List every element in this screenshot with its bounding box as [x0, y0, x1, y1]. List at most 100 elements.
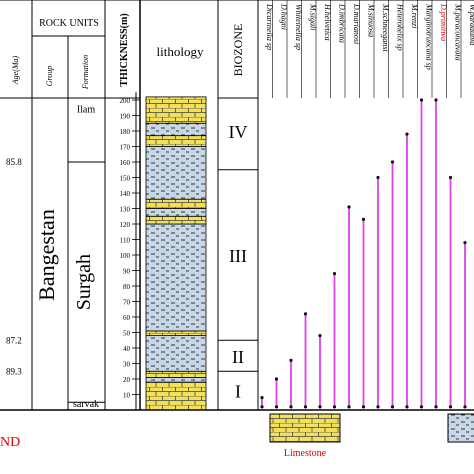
- thickness-tick-label: 40: [123, 345, 131, 353]
- species-range-base-point: [303, 405, 308, 409]
- species-name: M.paraconcavata: [454, 3, 463, 61]
- lithology-layer-limestone: [145, 370, 207, 378]
- species-range-top-point: [448, 175, 453, 180]
- lithology-layer-limestone: [145, 198, 207, 209]
- species-name: M.sigali: [309, 3, 318, 30]
- species-range-base-point: [434, 405, 438, 409]
- legend: ND Limestone: [0, 413, 474, 459]
- species-name: H.helvetica: [323, 3, 332, 41]
- species-range-top-point: [274, 377, 279, 381]
- species-range-top-point: [361, 217, 366, 221]
- age-column: 85.8 87.2 89.3: [6, 157, 22, 376]
- formation-label: sarvak: [73, 399, 99, 410]
- thickness-tick-label: 50: [123, 330, 131, 338]
- thickness-tick-label: 170: [120, 144, 131, 152]
- species-range-top-point: [289, 358, 293, 362]
- header-thickness: THICKNESS(m): [119, 13, 130, 86]
- lithology-column: [145, 96, 207, 411]
- species-name: Heterohelix sp: [396, 3, 405, 51]
- lithology-layer-limestone: [145, 330, 207, 337]
- species-name: Whiteinella sp: [294, 4, 303, 50]
- legend-limestone-label: Limestone: [284, 448, 327, 459]
- species-name: M.renzi: [410, 3, 419, 28]
- thickness-tick-label: 60: [123, 314, 131, 322]
- thickness-tick-label: 150: [120, 175, 131, 183]
- header-rock-units: ROCK UNITS: [39, 18, 99, 29]
- biozone-label: III: [229, 246, 247, 266]
- species-range-base-point: [376, 405, 380, 409]
- lithology-layer-limestone: [145, 135, 207, 147]
- lithology-layer-marl: [145, 122, 207, 137]
- species-range-base-point: [289, 405, 293, 409]
- species-range-base-point: [448, 405, 453, 409]
- lithology-layer-marl: [145, 223, 207, 332]
- legend-title: ND: [0, 435, 20, 450]
- header-lithology: lithology: [157, 44, 204, 59]
- biozone-label: II: [232, 347, 244, 367]
- header-age: Age(Ma): [11, 55, 20, 85]
- legend-marl-swatch: [447, 413, 474, 443]
- species-range-base-point: [405, 405, 409, 409]
- age-label: 89.3: [6, 366, 22, 376]
- species-name: D.imbricata: [338, 3, 347, 43]
- age-label: 85.8: [6, 157, 22, 167]
- species-range-top-point: [463, 241, 467, 245]
- species-range-top-point: [303, 312, 308, 316]
- thickness-tick-label: 120: [120, 221, 131, 229]
- header-group: Group: [45, 66, 54, 87]
- species-range-top-point: [390, 160, 395, 164]
- thickness-tick-label: 110: [120, 237, 131, 245]
- species-range-top-point: [419, 98, 424, 102]
- species-range-base-point: [274, 405, 279, 409]
- lithology-layer-limestone: [145, 215, 207, 225]
- species-range-top-point: [318, 334, 322, 338]
- species-name: Dicarinella sp: [265, 3, 274, 50]
- age-label: 87.2: [6, 335, 22, 345]
- species-range-base-point: [361, 405, 366, 409]
- species-range-base-point: [260, 405, 264, 409]
- header-formation: Formation: [81, 55, 90, 90]
- species-range-top-point: [405, 132, 409, 136]
- thickness-tick-label: 80: [123, 283, 131, 291]
- header-biozone: BIOZONE: [231, 24, 245, 77]
- thickness-tick-label: 20: [123, 376, 131, 384]
- species-range-top-point: [332, 272, 337, 276]
- species-name: M.sinuosa: [367, 3, 376, 37]
- species-range-top-point: [260, 396, 264, 400]
- lithology-layer-marl: [145, 377, 207, 383]
- thickness-tick-label: 160: [120, 159, 131, 167]
- species-name: D.marianosi: [352, 3, 361, 44]
- thickness-tick-label: 30: [123, 361, 131, 369]
- thickness-tick-label: 70: [123, 299, 131, 307]
- group-name: Bangestan: [34, 209, 59, 301]
- thickness-tick-label: 10: [123, 392, 131, 400]
- lithology-layer-limestone: [145, 381, 207, 411]
- species-range-base-point: [419, 405, 424, 409]
- formation-label: Surgah: [73, 254, 95, 310]
- species-range-base-point: [347, 405, 351, 409]
- lithology-layer-marl: [145, 335, 207, 372]
- thickness-tick-label: 100: [120, 252, 131, 260]
- legend-limestone-swatch: [269, 413, 341, 443]
- biozone-label: IV: [229, 122, 248, 142]
- thickness-tick-label: 90: [123, 268, 131, 276]
- species-range-top-point: [434, 98, 438, 102]
- lithology-layer-marl: [145, 146, 207, 200]
- thickness-tick-label: 140: [120, 190, 131, 198]
- species-range-base-point: [318, 405, 322, 409]
- thickness-tick-label: 190: [120, 113, 131, 121]
- species-range-base-point: [332, 405, 337, 409]
- species-range-top-point: [376, 175, 380, 180]
- species-name: M.schneegansi: [381, 3, 390, 52]
- thickness-tick-label: 180: [120, 128, 131, 136]
- species-range-base-point: [390, 405, 395, 409]
- lithology-layer-limestone: [145, 96, 207, 124]
- species-range-top-point: [347, 205, 351, 209]
- thickness-tick-label: 200: [120, 97, 131, 105]
- species-name: Marginotruncana sp: [425, 3, 434, 70]
- species-name: D.primitiva: [439, 3, 448, 41]
